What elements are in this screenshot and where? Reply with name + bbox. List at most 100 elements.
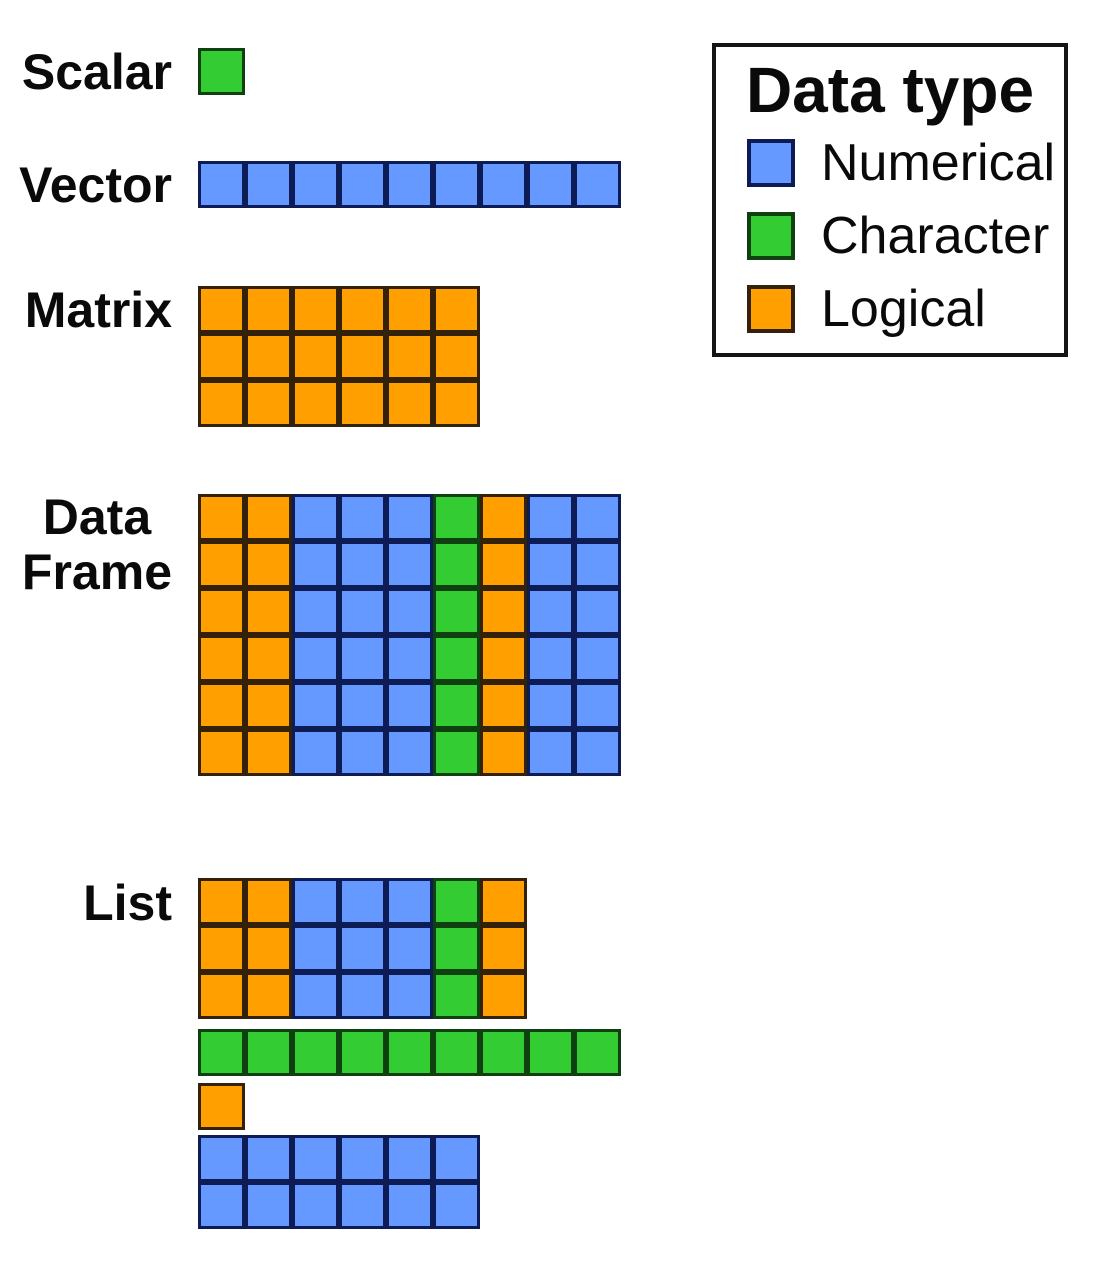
logical-cell [480,682,527,729]
numerical-cell [527,635,574,682]
vector-block [198,161,621,208]
matrix-block [198,286,480,427]
structure-label-list: List [83,875,172,931]
structure-label-data-frame: Data Frame [21,489,172,600]
numerical-cell [292,878,339,925]
legend-item-label: Numerical [821,134,1056,192]
logical-cell [386,333,433,380]
numerical-cell [527,541,574,588]
numerical-cell [198,1182,245,1229]
grid-row [198,286,480,333]
legend-items: Numerical Character Logical [747,134,1064,338]
character-cell [433,925,480,972]
logical-cell [292,380,339,427]
logical-cell [198,878,245,925]
numerical-cell [386,161,433,208]
grid-row [198,635,621,682]
numerical-cell [574,682,621,729]
numerical-cell [433,1182,480,1229]
numerical-cell [574,541,621,588]
logical-cell [198,380,245,427]
numerical-cell [339,161,386,208]
numerical-cell [339,494,386,541]
numerical-cell [339,1182,386,1229]
grid-row [198,333,480,380]
grid-row [198,729,621,776]
list-block-frame [198,878,527,1019]
numerical-cell [339,682,386,729]
numerical-cell [292,1182,339,1229]
character-cell [433,972,480,1019]
logical-cell [245,635,292,682]
legend: Data type Numerical Character Logical [712,43,1068,357]
character-cell [245,1029,292,1076]
numerical-cell [386,494,433,541]
logical-cell [198,286,245,333]
numerical-cell [527,588,574,635]
character-cell [198,1029,245,1076]
logical-cell [433,333,480,380]
character-cell [198,48,245,95]
list-block-character-vector [198,1029,621,1076]
legend-item-label: Logical [821,280,986,338]
numerical-cell [527,729,574,776]
logical-cell [480,729,527,776]
numerical-cell [292,1135,339,1182]
logical-cell [339,333,386,380]
numerical-cell [198,1135,245,1182]
logical-cell [480,541,527,588]
logical-cell [198,333,245,380]
logical-cell [480,635,527,682]
logical-cell [245,380,292,427]
logical-cell [433,380,480,427]
numerical-cell [245,1182,292,1229]
character-cell [386,1029,433,1076]
logical-cell [480,588,527,635]
logical-cell [386,380,433,427]
character-cell [527,1029,574,1076]
logical-cell [245,972,292,1019]
logical-cell [245,286,292,333]
grid-row [198,541,621,588]
numerical-cell [527,682,574,729]
structure-label-matrix: Matrix [24,282,172,338]
character-cell [574,1029,621,1076]
logical-cell [245,333,292,380]
numerical-swatch [747,139,795,187]
grid-row [198,494,621,541]
logical-swatch [747,285,795,333]
numerical-cell [339,925,386,972]
logical-cell [198,635,245,682]
grid-row [198,1182,480,1229]
legend-item-logical: Logical [747,280,1064,338]
grid-row [198,1135,480,1182]
logical-cell [245,588,292,635]
logical-cell [292,286,339,333]
character-cell [292,1029,339,1076]
numerical-cell [339,972,386,1019]
structure-label-vector: Vector [19,157,172,213]
numerical-cell [574,494,621,541]
numerical-cell [527,161,574,208]
numerical-cell [386,925,433,972]
numerical-cell [386,682,433,729]
logical-cell [339,286,386,333]
numerical-cell [292,729,339,776]
character-cell [433,494,480,541]
list-block-scalar [198,1083,245,1130]
numerical-cell [292,972,339,1019]
grid-row [198,161,621,208]
numerical-cell [574,635,621,682]
numerical-cell [574,588,621,635]
grid-row [198,1029,621,1076]
numerical-cell [339,729,386,776]
numerical-cell [292,588,339,635]
numerical-cell [292,541,339,588]
numerical-cell [386,541,433,588]
legend-item-label: Character [821,207,1050,265]
numerical-cell [292,682,339,729]
grid-row [198,878,527,925]
character-cell [433,682,480,729]
logical-cell [480,972,527,1019]
list-block-numerical-matrix [198,1135,480,1229]
